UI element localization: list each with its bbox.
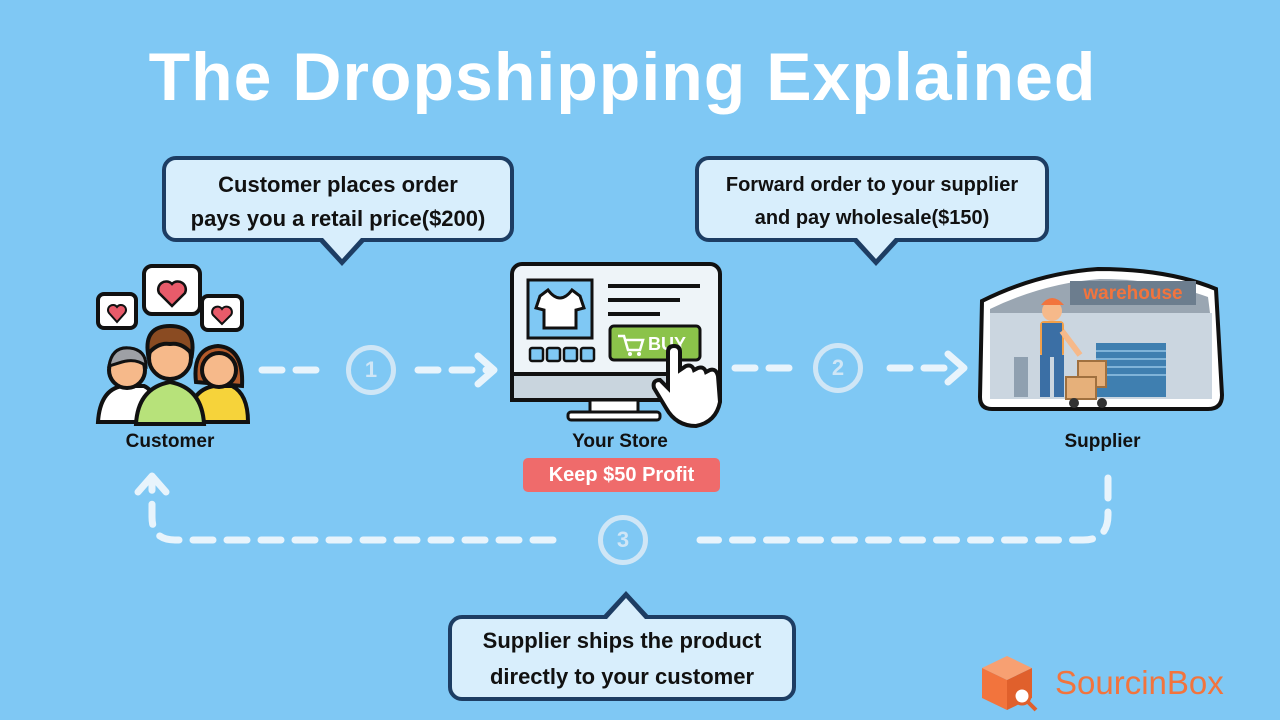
warehouse-sign: warehouse [1082,283,1182,304]
delivery-worker-icon [1040,298,1107,408]
step-1-marker: 1 [346,345,396,395]
bubble-line: Forward order to your supplier [725,174,1019,196]
bubble-line: pays you a retail price($200) [190,206,486,231]
bubble-line: and pay wholesale($150) [754,207,990,229]
pointer-hand-icon [651,343,723,429]
t-shirt-icon [534,287,586,330]
forward-order-bubble: Forward order to your supplier and pay w… [695,156,1049,266]
monitor-store-icon: BUY [510,262,723,429]
store-label: Your Store [572,431,668,452]
supplier-ships-bubble: Supplier ships the product directly to y… [448,591,796,701]
customer-order-bubble: Customer places order pays you a retail … [162,156,514,266]
bubble-line: Supplier ships the product [482,628,762,653]
profit-badge: Keep $50 Profit [523,458,720,492]
page-title: The Dropshipping Explained [148,39,1097,115]
customer-label: Customer [125,431,215,452]
cart-icon [618,334,645,352]
step-3-marker: 3 [598,515,648,565]
warehouse-icon: warehouse [978,266,1225,411]
customers-group-icon [95,264,251,426]
bubble-line: Customer places order [218,172,458,197]
step-2-marker: 2 [813,343,863,393]
sourcinbox-logo-icon [982,656,1038,712]
supplier-label: Supplier [1064,431,1141,452]
bubble-line: directly to your customer [489,664,755,689]
brand-name: SourcinBox [1055,664,1224,701]
